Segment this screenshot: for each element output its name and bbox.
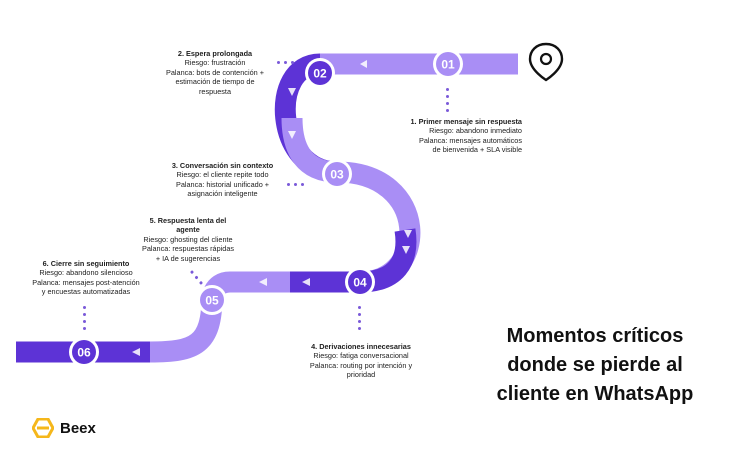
step-5-text: 5. Respuesta lenta del agente Riesgo: gh… bbox=[138, 216, 238, 263]
station-number: 05 bbox=[205, 294, 219, 308]
step-1-line: Palanca: mensajes automáticos bbox=[418, 135, 522, 145]
arrow-marker bbox=[132, 348, 140, 356]
step-2-text: 2. Espera prolongada Riesgo: frustración… bbox=[160, 49, 270, 96]
step-4-line: prioridad bbox=[346, 370, 376, 380]
station-fill bbox=[325, 162, 349, 186]
step-5-title-2: agente bbox=[176, 225, 200, 235]
station-number: 01 bbox=[441, 58, 455, 72]
station-number: 04 bbox=[353, 276, 367, 290]
step-2-line: Palanca: bots de contención + bbox=[166, 67, 264, 77]
step-1-line: Riesgo: abandono inmediato bbox=[429, 126, 522, 136]
connector-dots-1 bbox=[446, 88, 449, 112]
step-3-text: 3. Conversación sin contexto Riesgo: el … bbox=[165, 161, 280, 199]
step-3-title: 3. Conversación sin contexto bbox=[171, 161, 274, 170]
step-5-line: + IA de sugerencias bbox=[155, 253, 221, 263]
connector-dots-3 bbox=[287, 183, 304, 186]
step-6-line: Palanca: mensajes post-atención bbox=[32, 277, 140, 287]
brand-name: Beex bbox=[60, 419, 96, 437]
arrow-marker bbox=[288, 88, 296, 96]
step-2-line: Riesgo: frustración bbox=[184, 58, 246, 68]
step-3-line: Riesgo: el cliente repite todo bbox=[176, 170, 269, 180]
station-fill bbox=[308, 61, 332, 85]
arrow-marker bbox=[360, 60, 367, 68]
station-number: 02 bbox=[313, 67, 327, 81]
step-4-text: 4. Derivaciones innecesarias Riesgo: fat… bbox=[305, 342, 417, 380]
station-number: 06 bbox=[77, 346, 91, 360]
headline: Momentos críticos donde se pierde al cli… bbox=[470, 322, 720, 409]
step-2-line: respuesta bbox=[198, 86, 232, 96]
station-01: 01 bbox=[433, 49, 463, 79]
connector-dots-4 bbox=[358, 306, 361, 330]
arrow-marker bbox=[259, 278, 267, 286]
step-4-line: Palanca: routing por intención y bbox=[309, 360, 413, 370]
connector-dots-2 bbox=[277, 61, 294, 64]
step-6-line: y encuestas automatizadas bbox=[41, 287, 131, 297]
map-pin-icon bbox=[528, 42, 564, 82]
step-4-line: Riesgo: fatiga conversacional bbox=[313, 351, 409, 361]
step-6-text: 6. Cierre sin seguimiento Riesgo: abando… bbox=[30, 259, 142, 297]
step-4-title: 4. Derivaciones innecesarias bbox=[311, 342, 411, 351]
connector-dots-6 bbox=[83, 306, 86, 330]
arrow-marker bbox=[302, 278, 310, 286]
step-1-text: 1. Primer mensaje sin respuesta Riesgo: … bbox=[392, 117, 522, 155]
arrow-marker bbox=[404, 230, 412, 238]
step-2-title: 2. Espera prolongada bbox=[177, 49, 253, 58]
step-6-line: Riesgo: abandono silencioso bbox=[39, 268, 133, 278]
hexagon-logo-icon bbox=[32, 418, 54, 438]
step-2-line: estimación de tiempo de bbox=[175, 77, 255, 87]
headline-line: cliente en WhatsApp bbox=[496, 383, 694, 405]
station-number: 03 bbox=[330, 168, 344, 182]
step-6-title: 6. Cierre sin seguimiento bbox=[42, 259, 130, 268]
arrow-marker bbox=[402, 246, 410, 254]
step-1-line: de bienvenida + SLA visible bbox=[432, 145, 522, 155]
step-5-line: Riesgo: ghosting del cliente bbox=[143, 234, 233, 244]
arrow-marker bbox=[288, 131, 296, 139]
station-04: 04 bbox=[345, 267, 375, 297]
station-05: 05 bbox=[197, 285, 227, 315]
station-fill bbox=[200, 288, 224, 312]
brand-logo[interactable]: Beex bbox=[32, 418, 96, 438]
step-5-line: Palanca: respuestas rápidas bbox=[141, 244, 235, 254]
headline-line: donde se pierde al bbox=[507, 354, 683, 376]
station-06: 06 bbox=[69, 337, 99, 367]
station-fill bbox=[72, 340, 96, 364]
step-3-line: Palanca: historial unificado + bbox=[175, 179, 270, 189]
step-1-title: 1. Primer mensaje sin respuesta bbox=[410, 117, 522, 126]
station-03: 03 bbox=[322, 159, 352, 189]
station-02: 02 bbox=[305, 58, 335, 88]
station-fill bbox=[348, 270, 372, 294]
headline-line: Momentos críticos bbox=[506, 325, 684, 347]
step-3-line: asignación inteligente bbox=[187, 189, 258, 199]
station-fill bbox=[436, 52, 460, 76]
step-5-title: 5. Respuesta lenta del bbox=[149, 216, 227, 225]
